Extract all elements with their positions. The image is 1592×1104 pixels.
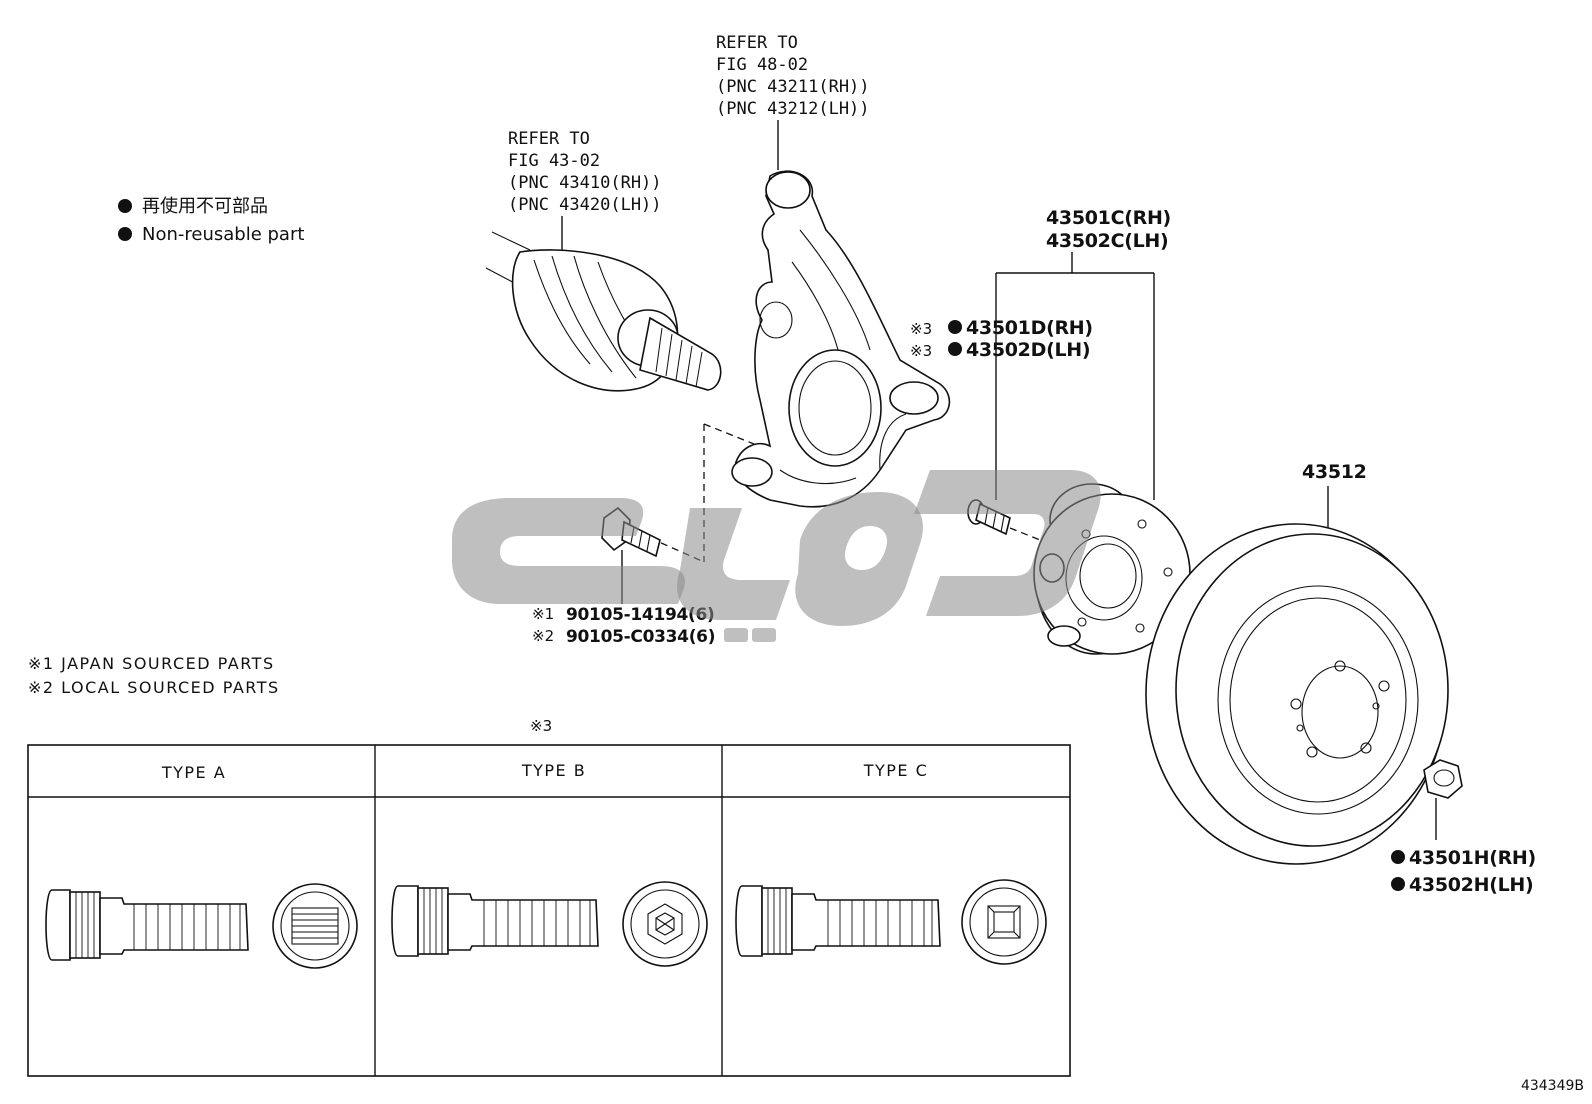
hub-assy-code-lh: 43502C(LH)	[1046, 230, 1168, 252]
bolt-mark-2: ※2	[532, 627, 554, 645]
type-c-header: TYPE C	[863, 761, 929, 780]
non-reusable-icon	[1391, 877, 1405, 891]
ref-driveshaft-line-3: (PNC 43410(RH))	[508, 173, 662, 193]
ref-driveshaft-line-1: REFER TO	[508, 129, 590, 149]
ref-driveshaft: REFER TO FIG 43-02 (PNC 43410(RH)) (PNC …	[508, 129, 662, 258]
bolt-code-2: 90105-C0334(6)	[566, 627, 715, 647]
ref-knuckle-line-4: (PNC 43212(LH))	[716, 99, 870, 119]
hub-nut-illustration	[1423, 759, 1463, 840]
hub-bolt-code-lh: 43502D(LH)	[966, 339, 1090, 361]
ref-driveshaft-line-4: (PNC 43420(LH))	[508, 195, 662, 215]
hub-assy-code-rh: 43501C(RH)	[1046, 207, 1171, 229]
nut-code-lh: 43502H(LH)	[1409, 874, 1533, 896]
watermark	[452, 470, 1101, 642]
nut-code-rh: 43501H(RH)	[1409, 847, 1536, 869]
hub-bolt-code-rh: 43501D(RH)	[966, 317, 1093, 339]
bullet-icon	[118, 227, 132, 241]
legend: 再使用不可部品 Non-reusable part	[118, 196, 304, 245]
bolt-code-1: 90105-14194(6)	[566, 605, 715, 625]
non-reusable-icon	[948, 342, 962, 356]
ref-knuckle-line-1: REFER TO	[716, 33, 798, 53]
bullet-icon	[118, 199, 132, 213]
ref-knuckle-line-2: FIG 48-02	[716, 55, 808, 75]
ref-driveshaft-line-2: FIG 43-02	[508, 151, 600, 171]
legend-en: Non-reusable part	[142, 224, 304, 245]
types-table-mark: ※3	[530, 717, 552, 735]
disc-code: 43512	[1302, 461, 1367, 483]
drive-shaft-illustration	[485, 231, 722, 392]
hub-bolt-mark-1: ※3	[910, 320, 932, 338]
type-a-header: TYPE A	[161, 763, 226, 782]
sourcing-notes: ※1 JAPAN SOURCED PARTS ※2 LOCAL SOURCED …	[28, 654, 280, 697]
non-reusable-icon	[948, 320, 962, 334]
ref-knuckle-line-3: (PNC 43211(RH))	[716, 77, 870, 97]
note-local: ※2 LOCAL SOURCED PARTS	[28, 678, 280, 697]
bolt-mark-1: ※1	[532, 605, 554, 623]
type-b-header: TYPE B	[521, 761, 586, 780]
legend-jp: 再使用不可部品	[142, 196, 268, 217]
hub-nut-callout: 43501H(RH) 43502H(LH)	[1391, 847, 1536, 896]
non-reusable-icon	[1391, 850, 1405, 864]
type-a-stud-illustration	[45, 883, 358, 969]
ref-knuckle: REFER TO FIG 48-02 (PNC 43211(RH)) (PNC …	[716, 33, 870, 170]
hub-assy-callout: 43501C(RH) 43502C(LH)	[995, 207, 1171, 500]
hub-bolt-callout: ※3 43501D(RH) ※3 43502D(LH)	[910, 317, 1093, 361]
steering-knuckle-illustration	[731, 170, 951, 508]
bolt-callout: ※1 90105-14194(6) ※2 90105-C0334(6)	[532, 605, 715, 647]
type-c-stud-illustration	[735, 879, 1047, 965]
figure-code: 434349B	[1521, 1078, 1584, 1094]
disc-rotor-illustration	[1145, 523, 1449, 865]
hub-bolt-mark-2: ※3	[910, 342, 932, 360]
type-b-stud-illustration	[391, 881, 708, 967]
note-japan: ※1 JAPAN SOURCED PARTS	[28, 654, 275, 673]
types-table: TYPE A TYPE B TYPE C	[27, 744, 1071, 1077]
